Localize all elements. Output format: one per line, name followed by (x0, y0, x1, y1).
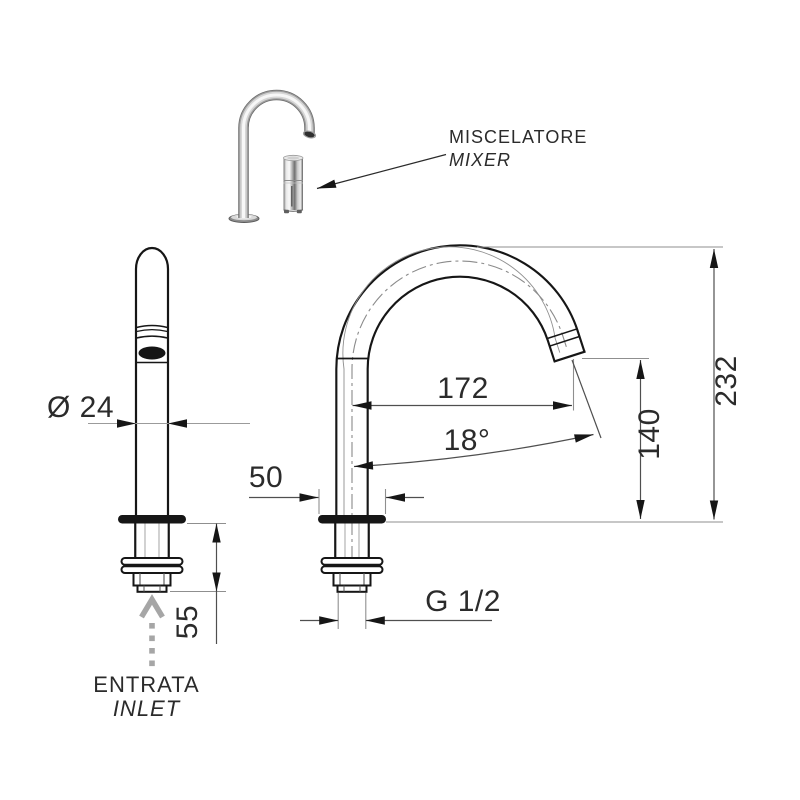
mixer-leader-arrow-icon (316, 153, 447, 190)
front-spout-collar (136, 324, 168, 339)
profile-view: 172 18° 50 G 1/2 140 (249, 244, 743, 629)
spout-tip-opening (304, 131, 315, 138)
diameter-value: Ø 24 (47, 391, 114, 424)
angle-arc (353, 433, 594, 470)
rendered-faucet-view: MISCELATORE MIXER (228, 89, 587, 223)
dimension-diameter: Ø 24 (47, 391, 250, 428)
dimension-thread: G 1/2 (300, 585, 501, 629)
dimension-total-height: 232 (386, 246, 743, 523)
inlet-arrow-icon (139, 594, 165, 619)
rendered-mixer-knob (283, 154, 304, 214)
front-spout-body (134, 246, 170, 517)
rendered-spout (228, 89, 317, 223)
dimension-outlet-height: 140 (582, 357, 666, 519)
profile-centerline (351, 260, 568, 561)
front-view: Ø 24 55 ENTRATA INLET (47, 246, 250, 721)
angle-ray (571, 359, 602, 439)
base-width-value: 50 (249, 461, 283, 494)
inlet-label-en: INLET (113, 696, 181, 721)
dimension-angle: 18° (353, 359, 602, 470)
front-aerator-opening (138, 346, 166, 360)
total-height-value: 232 (710, 355, 743, 407)
inlet-label-it: ENTRATA (93, 672, 199, 697)
mixer-callout: MISCELATORE MIXER (316, 127, 587, 190)
mixer-label-en: MIXER (449, 150, 511, 170)
under-depth-value: 55 (171, 605, 204, 639)
inlet-dotted-line (149, 623, 155, 667)
dimension-reach: 172 (352, 359, 575, 411)
profile-aerator-rings (546, 328, 581, 347)
mixer-label-it: MISCELATORE (449, 127, 587, 147)
spout-tip-rim (302, 130, 317, 139)
thread-value: G 1/2 (425, 585, 501, 618)
inlet-callout: ENTRATA INLET (93, 594, 199, 721)
dimension-under-depth: 55 (170, 522, 226, 644)
front-base-assembly (116, 513, 188, 593)
outlet-height-value: 140 (633, 408, 666, 460)
dimension-base-width: 50 (249, 461, 424, 514)
angle-value: 18° (444, 424, 491, 457)
profile-spout-end-face (553, 350, 586, 363)
reach-value: 172 (437, 372, 489, 405)
